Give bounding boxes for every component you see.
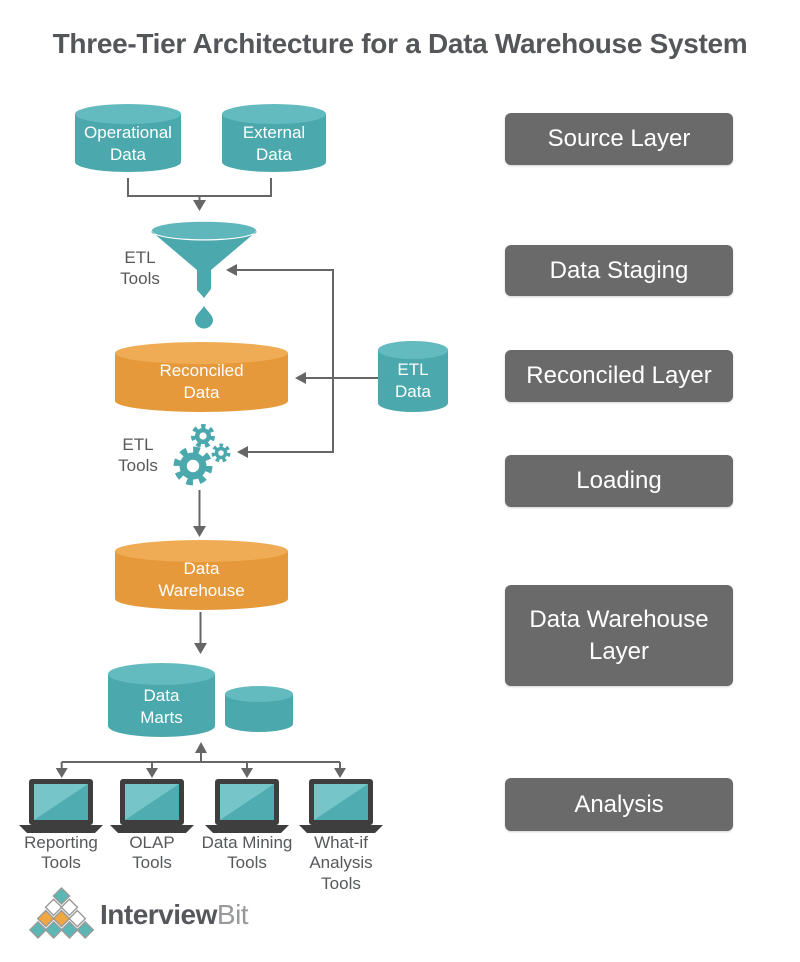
node-etl-data: ETL Data (378, 341, 448, 412)
stage-data-staging-text: Data Staging (549, 256, 689, 284)
arrowhead-tool-4 (334, 768, 346, 778)
laptop-icon-reporting (19, 779, 103, 833)
page-title: Three-Tier Architecture for a Data Wareh… (52, 28, 748, 59)
arrowhead-tool-3 (241, 768, 253, 778)
gear-small (211, 443, 231, 463)
arrowhead-up-to-marts (195, 742, 207, 753)
laptop-icon-olap (110, 779, 194, 833)
gear-large (173, 446, 213, 486)
brand-primary-text: Interview (100, 899, 217, 930)
etl-feedback-path (237, 269, 334, 453)
stage-reconciled-layer-text: Reconciled Layer (526, 362, 712, 390)
tool-label-whatif: What-if Analysis Tools (309, 833, 373, 893)
node-data-warehouse: Data Warehouse (115, 540, 288, 610)
stage-source-layer: Source Layer (505, 113, 733, 165)
arrowhead-into-funnel (193, 200, 206, 211)
stage-data-warehouse-layer-text: Data Warehouse Layer (529, 605, 709, 665)
tool-label-data-mining: Data Mining Tools (201, 833, 293, 873)
stage-source-layer-text: Source Layer (547, 125, 691, 153)
source-merge-bracket (127, 178, 272, 197)
interviewbit-wordmark: InterviewBit (100, 899, 249, 931)
tool-label-olap: OLAP Tools (129, 833, 175, 873)
reconciled-data-label: Reconciled Data (159, 361, 244, 402)
connector-lines (60, 178, 378, 768)
stage-analysis: Analysis (505, 778, 733, 831)
external-data-label: External Data (242, 123, 306, 164)
stage-data-warehouse-layer: Data Warehouse Layer (505, 585, 733, 686)
stage-analysis-text: Analysis (574, 790, 664, 818)
arrowhead-feedback-funnel (226, 264, 237, 276)
arrowhead-etl-reconciled (295, 372, 306, 384)
node-data-marts: Data Marts (108, 663, 215, 737)
etl-tools-funnel-label: ETL Tools (120, 248, 160, 288)
arrowhead-tool-1 (55, 768, 68, 778)
node-operational-data: Operational Data (75, 104, 181, 172)
data-warehouse-label: Data Warehouse (158, 559, 245, 600)
gears-icon (173, 424, 231, 486)
gear-medium (191, 424, 215, 448)
tool-label-reporting: Reporting Tools (24, 833, 98, 873)
laptop-icon-whatif (299, 779, 383, 833)
arrowhead-feedback-gears (237, 446, 248, 458)
node-reconciled-data: Reconciled Data (115, 342, 288, 412)
funnel-icon (151, 221, 257, 329)
stage-loading: Loading (505, 455, 733, 507)
arrowhead-warehouse-marts (194, 643, 207, 654)
stage-data-staging: Data Staging (505, 245, 733, 296)
node-data-mart-small (225, 686, 293, 732)
stage-loading-text: Loading (576, 467, 662, 495)
stage-reconciled-layer: Reconciled Layer (505, 350, 733, 402)
arrowhead-tool-2 (146, 768, 158, 778)
etl-tools-gears-label: ETL Tools (118, 435, 158, 475)
arrowheads (55, 200, 346, 778)
data-marts-label: Data Marts (140, 686, 183, 727)
etl-data-label: ETL Data (395, 360, 431, 401)
arrowhead-gears-warehouse (193, 526, 206, 537)
laptop-icon-data-mining (205, 779, 289, 833)
node-external-data: External Data (222, 104, 326, 172)
brand-secondary-text: Bit (216, 899, 249, 930)
operational-data-label: Operational Data (84, 123, 172, 164)
interviewbit-logo-icon (28, 886, 95, 939)
